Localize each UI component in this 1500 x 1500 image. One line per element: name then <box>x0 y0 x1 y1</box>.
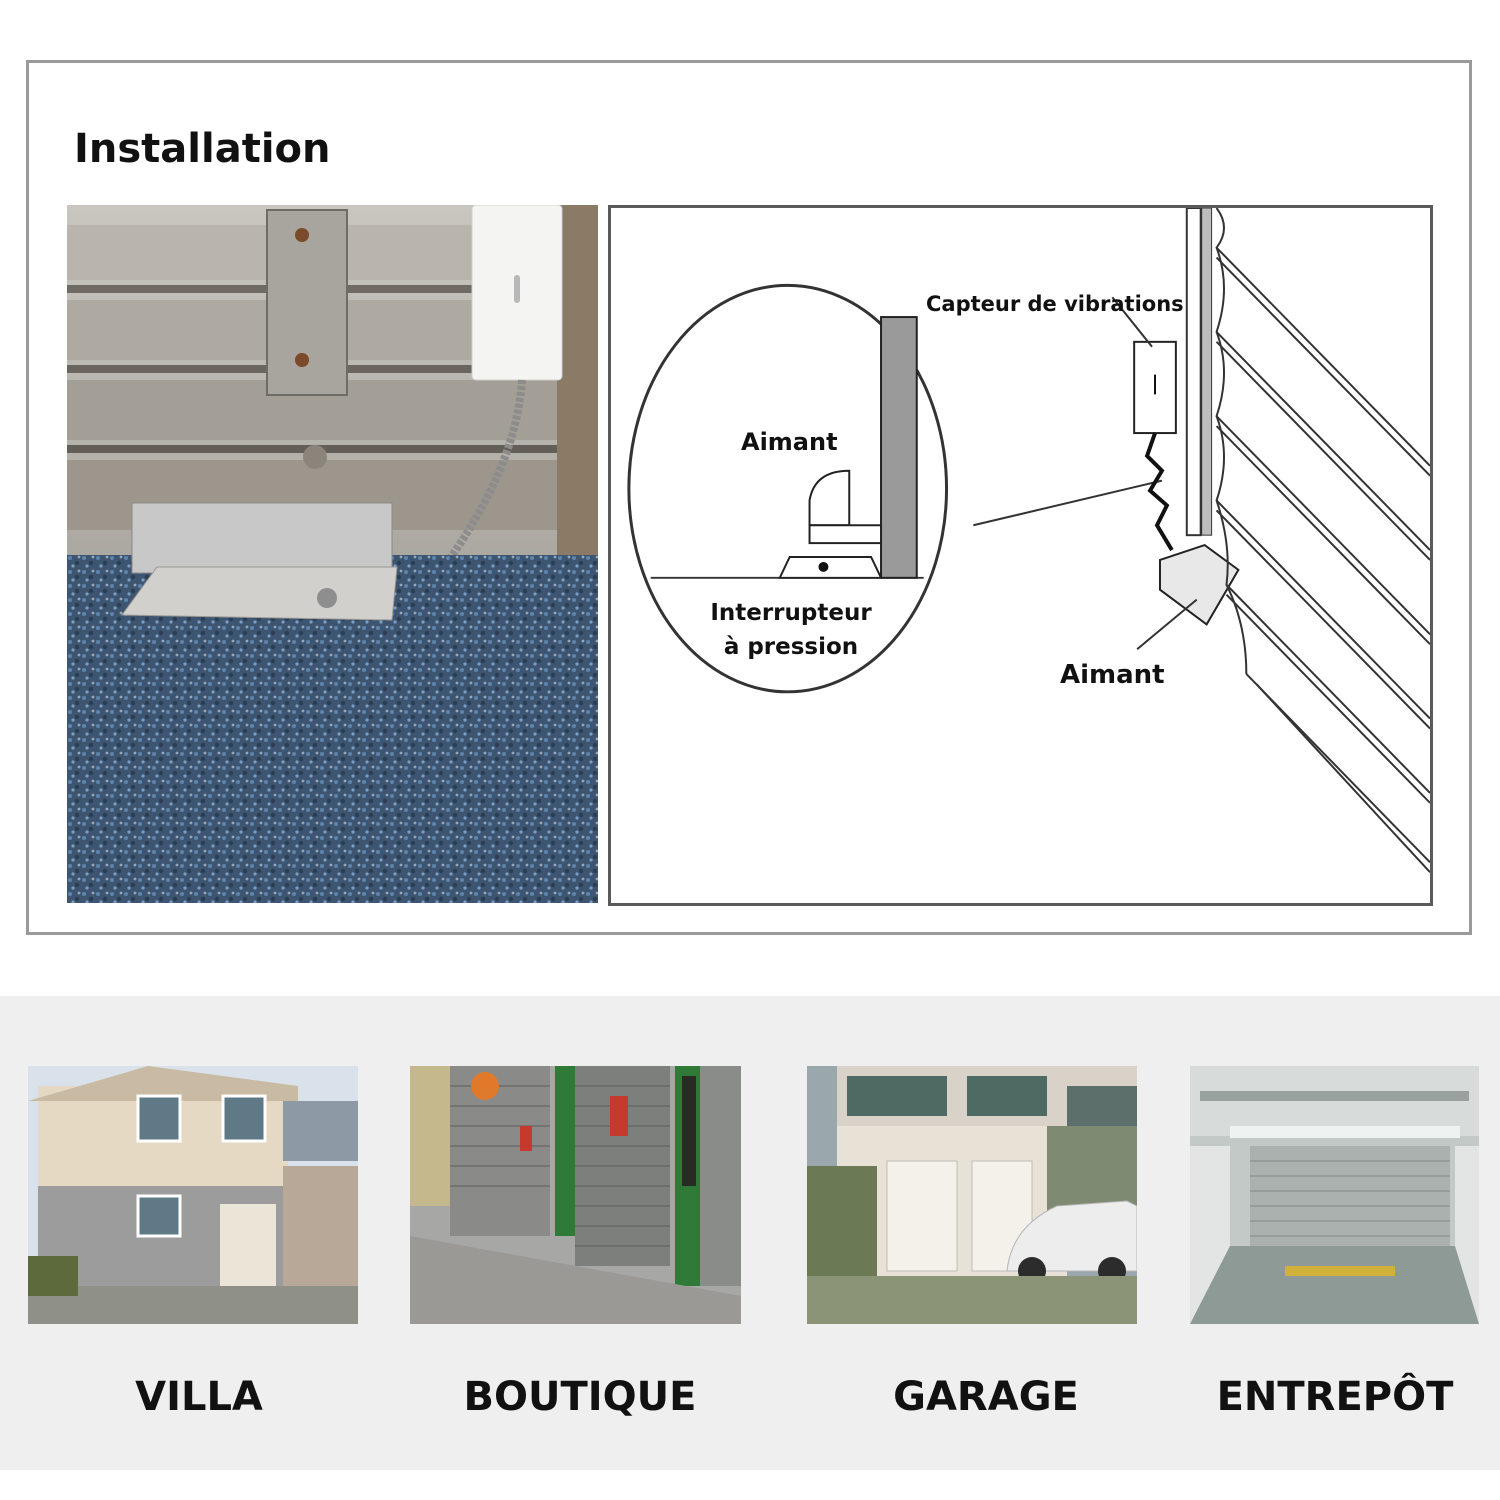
application-label-garage: GARAGE <box>893 1374 1079 1420</box>
application-label-warehouse: ENTREPÔT <box>1216 1374 1454 1420</box>
application-label-villa: VILLA <box>135 1374 263 1420</box>
boutique-image <box>410 1066 741 1324</box>
installation-diagram <box>608 205 1433 906</box>
pressure-switch-label: Interrupteur à pression <box>710 600 872 660</box>
villa-image <box>28 1066 358 1324</box>
vibration-sensor-label: Capteur de vibrations <box>926 292 1184 316</box>
installation-photo <box>67 205 598 903</box>
warehouse-image <box>1190 1066 1479 1324</box>
magnet-main-label: Aimant <box>1060 660 1165 690</box>
magnet-detail-label: Aimant <box>741 428 838 456</box>
garage-image <box>807 1066 1137 1324</box>
application-label-boutique: BOUTIQUE <box>463 1374 697 1420</box>
installation-title: Installation <box>74 126 331 172</box>
